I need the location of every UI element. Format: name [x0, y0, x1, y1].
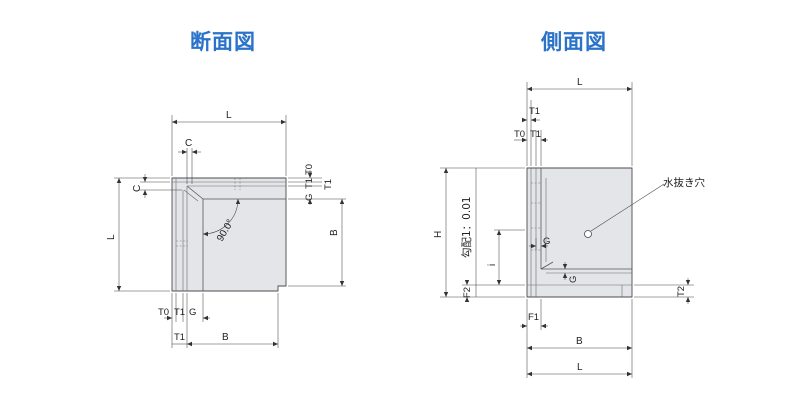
section-view: 90.0° L C C L — [106, 110, 346, 348]
section-T0-bottom: T0 — [158, 307, 169, 318]
section-T1-bottom-a: T1 — [174, 307, 185, 318]
section-C-left: C — [132, 185, 143, 192]
section-C-top: C — [185, 138, 192, 149]
section-T1-bottom-b: T1 — [174, 332, 185, 343]
side-T0-top: T0 — [514, 129, 525, 140]
side-L-top: L — [577, 77, 583, 88]
section-G-right: G — [304, 194, 315, 201]
side-T1-top-b: T1 — [530, 129, 541, 140]
side-L-bottom: L — [577, 362, 583, 373]
side-G-a: G — [543, 236, 550, 247]
side-T2: T2 — [676, 286, 687, 297]
side-body — [526, 167, 633, 298]
side-F2: F2 — [462, 287, 473, 298]
section-L-top: L — [226, 110, 232, 121]
side-G-b: G — [568, 276, 579, 283]
side-view: 水抜き穴 L T1 T0 T1 H 勾配1：0.01 — [433, 77, 705, 378]
drain-hole-label: 水抜き穴 — [663, 176, 705, 189]
side-F1: F1 — [528, 312, 539, 323]
side-H: H — [433, 231, 444, 238]
section-G-bottom: G — [189, 307, 196, 318]
side-i: i — [487, 264, 498, 266]
section-L-left: L — [106, 234, 117, 240]
section-T1-right-a: T1 — [304, 178, 315, 189]
section-view-title: 断面図 — [190, 30, 256, 54]
section-T1-right-b: T1 — [323, 179, 334, 190]
side-B-bottom: B — [576, 336, 583, 347]
side-slope: 勾配1：0.01 — [460, 196, 473, 258]
section-B-bottom: B — [222, 332, 229, 343]
side-T1-top-a: T1 — [529, 106, 540, 117]
section-T0-right: T0 — [304, 164, 315, 175]
section-B-right: B — [329, 229, 340, 236]
drain-hole — [584, 230, 592, 238]
side-view-title: 側面図 — [541, 30, 607, 54]
